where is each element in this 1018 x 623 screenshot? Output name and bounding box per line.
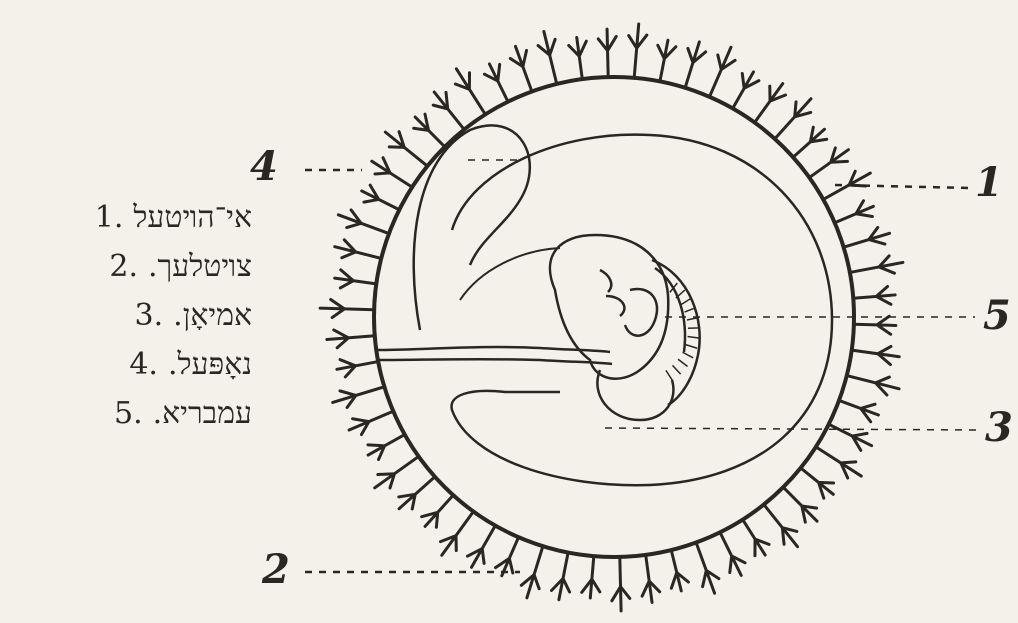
leader-lines — [305, 160, 980, 572]
legend-term: אמיאָן. — [173, 291, 252, 340]
legend-term: נאָפּעל. — [168, 340, 252, 389]
callout-5: 5 — [983, 296, 1011, 336]
legend-term: אי־הױטעל — [133, 193, 252, 242]
legend-number: 4. — [129, 340, 158, 389]
amnion-sac — [452, 135, 832, 486]
legend-item-4: 4. נאָפּעל. — [0, 340, 252, 389]
legend-number: 2. — [109, 242, 138, 291]
embryo — [550, 235, 700, 420]
legend-number: 3. — [135, 291, 164, 340]
legend-term: עמבריא. — [153, 389, 252, 438]
legend: 1. אי־הױטעל 2. צױטלעך. 3. אמיאָן. 4. נאָ… — [0, 193, 252, 438]
callout-2: 2 — [262, 550, 290, 590]
legend-number: 5. — [114, 389, 143, 438]
legend-number: 1. — [95, 193, 124, 242]
legend-item-1: 1. אי־הױטעל — [0, 193, 252, 242]
allantois — [414, 125, 530, 330]
legend-term: צױטלעך. — [148, 242, 252, 291]
chorionic-villi — [320, 24, 903, 611]
legend-item-3: 3. אמיאָן. — [0, 291, 252, 340]
umbilical-cord — [378, 347, 612, 364]
callout-3: 3 — [985, 408, 1013, 448]
legend-item-5: 5. עמבריא. — [0, 389, 252, 438]
callout-4: 4 — [250, 147, 278, 187]
legend-item-2: 2. צױטלעך. — [0, 242, 252, 291]
callout-1: 1 — [975, 163, 1003, 203]
